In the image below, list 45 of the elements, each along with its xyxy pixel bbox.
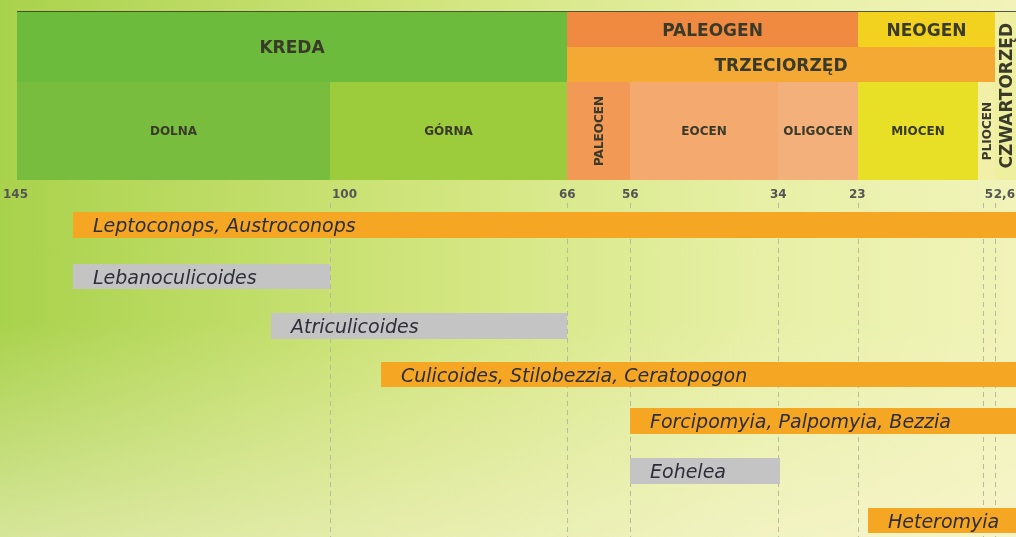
tick-label: 23 (849, 187, 866, 201)
era-label: KREDA (259, 37, 325, 57)
range-bar (73, 212, 1016, 238)
epoch-band (630, 82, 778, 180)
tick-label: 56 (622, 187, 639, 201)
genus-label: Lebanoculicoides (93, 265, 257, 288)
tick-label: 2,6 (993, 187, 1015, 201)
epoch-band (778, 82, 858, 180)
genus-label: Eohelea (650, 460, 726, 482)
range-bar (73, 264, 330, 289)
era-label: PLIOCEN (979, 101, 994, 161)
genus-label: Atriculicoides (291, 315, 419, 337)
tick-label: 34 (770, 187, 787, 201)
era-label: DOLNA (149, 124, 198, 138)
range-bar (630, 458, 780, 484)
era-label: PALEOCEN (591, 95, 606, 167)
era-label: MIOCEN (891, 124, 945, 138)
era-label: CZWARTORZĘD (995, 23, 1016, 169)
range-bar (381, 362, 1016, 387)
epoch-band (330, 82, 567, 180)
range-bar (271, 313, 567, 339)
period-band (858, 12, 995, 47)
era-label: NEOGEN (886, 19, 967, 40)
epoch-band (858, 82, 978, 180)
period-band (567, 47, 995, 82)
genus-label: Leptoconops, Austroconops (93, 214, 356, 236)
tick-label: 145 (3, 187, 29, 201)
tick-label: 5 (984, 187, 993, 201)
tick-label: 100 (332, 187, 358, 201)
era-label: EOCEN (681, 124, 727, 138)
epoch-band (17, 82, 330, 180)
genus-label: Forcipomyia, Palpomyia, Bezzia (650, 410, 951, 432)
period-band (567, 12, 858, 47)
era-label: TRZECIORZĘD (714, 54, 848, 75)
period-band (17, 12, 567, 82)
tick-label: 66 (559, 187, 576, 201)
epoch-band (567, 82, 630, 180)
era-label: OLIGOCEN (783, 124, 853, 138)
era-label: GÓRNA (424, 124, 473, 138)
epoch-band (978, 82, 995, 180)
genus-label: Heteromyia (888, 509, 1000, 532)
range-bar (868, 508, 1016, 533)
era-label: PALEOGEN (662, 19, 763, 40)
genus-label: Culicoides, Stilobezzia, Ceratopogon (401, 363, 748, 386)
range-bar (630, 408, 1016, 434)
